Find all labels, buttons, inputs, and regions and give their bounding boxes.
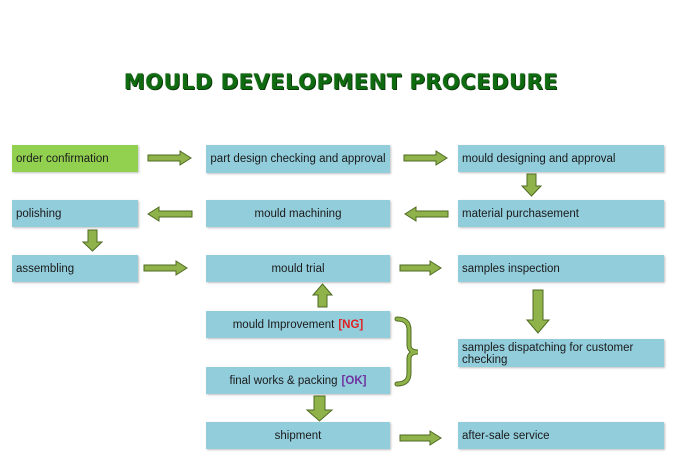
arrow-down-icon [305, 395, 334, 422]
step-order-confirmation: order confirmation [12, 145, 138, 172]
arrow-right-icon [399, 430, 442, 446]
step-mould-machining: mould machining [206, 200, 390, 227]
arrow-left-icon [147, 206, 193, 222]
step-label: mould Improvement [232, 318, 335, 331]
step-after-sale: after-sale service [458, 422, 664, 449]
step-label: mould trial [271, 262, 325, 275]
arrow-left-icon [404, 206, 449, 222]
step-samples-inspection: samples inspection [458, 255, 664, 282]
arrow-down-icon [520, 173, 543, 197]
step-shipment: shipment [206, 422, 390, 449]
step-label: final works & packing [229, 374, 338, 387]
arrow-down-icon [81, 229, 104, 252]
step-part-design: part design checking and approval [206, 145, 390, 173]
ng-tag: [NG] [338, 318, 364, 331]
arrow-right-icon [403, 150, 448, 166]
step-mould-trial: mould trial [206, 255, 390, 282]
step-label: after-sale service [462, 429, 550, 442]
step-final-works: final works & packing [OK] [206, 367, 390, 394]
step-label: order confirmation [16, 152, 109, 165]
step-polishing: polishing [12, 200, 138, 227]
arrow-right-icon [147, 150, 192, 166]
step-assembling: assembling [12, 255, 138, 282]
step-label: mould machining [254, 207, 342, 220]
arrow-right-icon [143, 260, 188, 276]
step-label: polishing [16, 207, 62, 220]
step-label: part design checking and approval [210, 153, 386, 165]
arrow-up-icon [311, 283, 334, 308]
step-label: material purchasement [462, 207, 579, 220]
step-samples-dispatching: samples dispatching for customer checkin… [458, 339, 664, 367]
step-label: assembling [16, 262, 75, 275]
step-mould-improvement: mould Improvement [NG] [206, 311, 390, 338]
step-mould-designing: mould designing and approval [458, 145, 664, 172]
step-material-purchase: material purchasement [458, 200, 664, 227]
arrow-down-icon [525, 289, 551, 334]
page-title: MOULD DEVELOPMENT PROCEDURE [123, 70, 559, 94]
step-label: samples inspection [462, 262, 560, 275]
step-label: mould designing and approval [462, 152, 616, 165]
step-label: samples dispatching for customer checkin… [462, 342, 634, 366]
ok-tag: [OK] [341, 374, 367, 387]
arrow-right-icon [399, 260, 442, 276]
step-label: shipment [274, 429, 322, 442]
